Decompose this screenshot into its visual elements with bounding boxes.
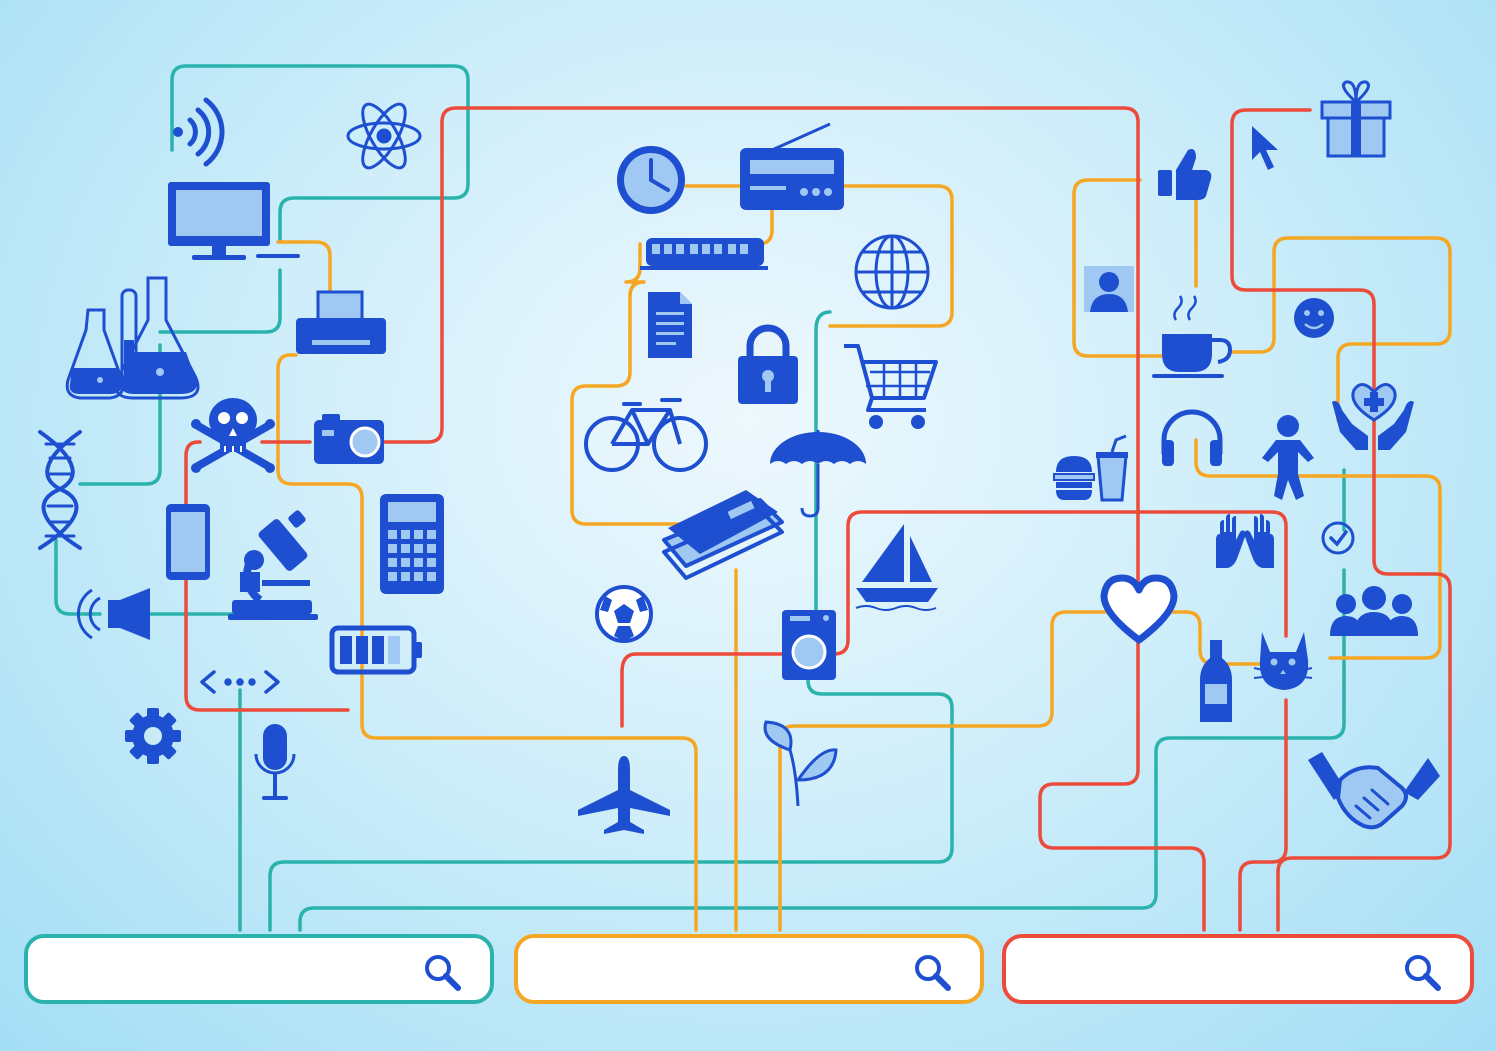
smartphone-icon <box>166 504 210 580</box>
train-icon <box>640 238 768 270</box>
airplane-icon <box>578 756 670 834</box>
plant-icon <box>763 720 838 807</box>
soccer-ball-icon <box>595 585 653 643</box>
speaker-icon <box>76 588 150 640</box>
bicycle-icon <box>584 398 708 472</box>
search-icon <box>425 955 461 991</box>
search-input-middle[interactable] <box>536 950 910 992</box>
user-icon <box>1084 266 1134 312</box>
thumbs-up-icon <box>1158 149 1212 200</box>
document-icon <box>648 292 692 358</box>
search-input-right[interactable] <box>1024 950 1398 992</box>
battery-icon <box>329 625 422 675</box>
globe-icon <box>854 234 930 310</box>
teal-connection-lines <box>54 64 1346 932</box>
raised-hands-icon <box>1216 514 1274 568</box>
monitor-icon <box>168 182 300 260</box>
heart-icon <box>1100 574 1178 644</box>
books-icon <box>662 490 784 580</box>
microphone-icon <box>254 724 296 800</box>
group-icon <box>1330 586 1418 636</box>
umbrella-icon <box>770 430 866 518</box>
smiley-icon <box>1294 298 1334 338</box>
bottle-icon <box>1200 640 1232 722</box>
printer-icon <box>296 290 386 354</box>
atom-icon <box>346 102 422 170</box>
washing-machine-icon <box>782 610 836 680</box>
red-connection-lines <box>184 106 1452 932</box>
cursor-icon <box>1252 126 1278 170</box>
gear-icon <box>125 708 181 764</box>
camera-icon <box>314 414 384 464</box>
coffee-cup-icon <box>1152 295 1233 378</box>
fast-food-icon <box>1053 434 1128 502</box>
search-input-left[interactable] <box>46 950 420 992</box>
checkmark-icon <box>1321 521 1355 555</box>
cat-icon <box>1253 632 1313 690</box>
search-bar-left <box>24 934 494 1004</box>
heart-hands-icon <box>1332 383 1414 450</box>
search-button-left[interactable] <box>420 950 466 996</box>
baby-icon <box>1262 415 1314 500</box>
search-icon <box>915 955 951 991</box>
headphones-icon <box>1161 409 1223 466</box>
search-bar-right <box>1002 934 1474 1004</box>
lab-flasks-icon <box>65 276 200 400</box>
clock-icon <box>617 146 685 214</box>
handshake-icon <box>1308 752 1440 830</box>
dna-icon <box>38 430 82 550</box>
search-bar-middle <box>514 934 984 1004</box>
orange-connection-lines <box>276 178 1452 932</box>
shopping-cart-icon <box>844 344 938 429</box>
wifi-icon <box>173 97 225 167</box>
radio-icon <box>740 122 844 210</box>
code-tag-icon <box>200 670 280 694</box>
gift-icon <box>1320 80 1392 158</box>
calculator-icon <box>380 494 444 594</box>
search-button-right[interactable] <box>1400 950 1446 996</box>
microscope-icon <box>228 510 318 620</box>
search-button-middle[interactable] <box>910 950 956 996</box>
padlock-icon <box>738 324 798 404</box>
sailboat-icon <box>855 524 938 611</box>
skull-crossbones-icon <box>191 398 275 473</box>
search-icon <box>1405 955 1441 991</box>
